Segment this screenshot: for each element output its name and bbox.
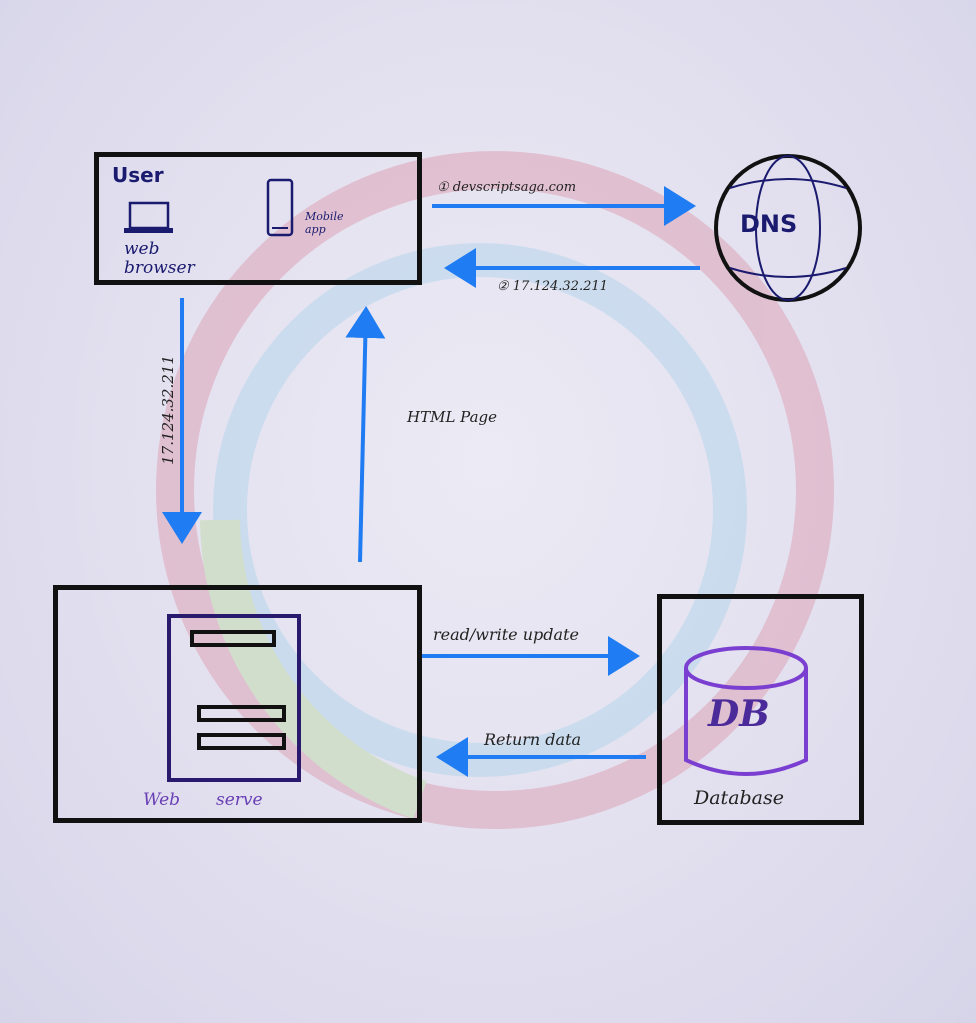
web-server-label-serve: serve: [216, 790, 263, 810]
background-ring: [156, 151, 834, 829]
server-rack-icon: [167, 614, 301, 782]
web-browser-label: web browser: [124, 239, 195, 278]
db-cylinder-text: DB: [708, 693, 770, 735]
globe-icon: [714, 154, 862, 302]
mobile-phone-icon: [266, 178, 294, 237]
dns-response-label: ② 17.124.32.211: [497, 279, 608, 294]
user-box: [94, 152, 422, 285]
dns-label: DNS: [740, 210, 798, 238]
database-cylinder-icon: [684, 646, 808, 776]
ip-to-server-label: 17.124.32.211: [159, 355, 177, 465]
database-box: [657, 594, 864, 825]
laptop-icon: [124, 201, 173, 233]
arrow-server-to-user: [345, 306, 386, 563]
user-title: User: [112, 163, 164, 187]
web-server-label-web: Web: [143, 790, 181, 810]
read-write-label: read/write update: [433, 625, 579, 644]
mobile-app-label: Mobile app: [305, 210, 344, 236]
html-page-label: HTML Page: [407, 408, 498, 426]
database-label: Database: [694, 787, 785, 809]
dns-request-label: ① devscriptsaga.com: [437, 180, 577, 195]
return-data-label: Return data: [484, 730, 582, 749]
web-server-box: [53, 585, 422, 823]
